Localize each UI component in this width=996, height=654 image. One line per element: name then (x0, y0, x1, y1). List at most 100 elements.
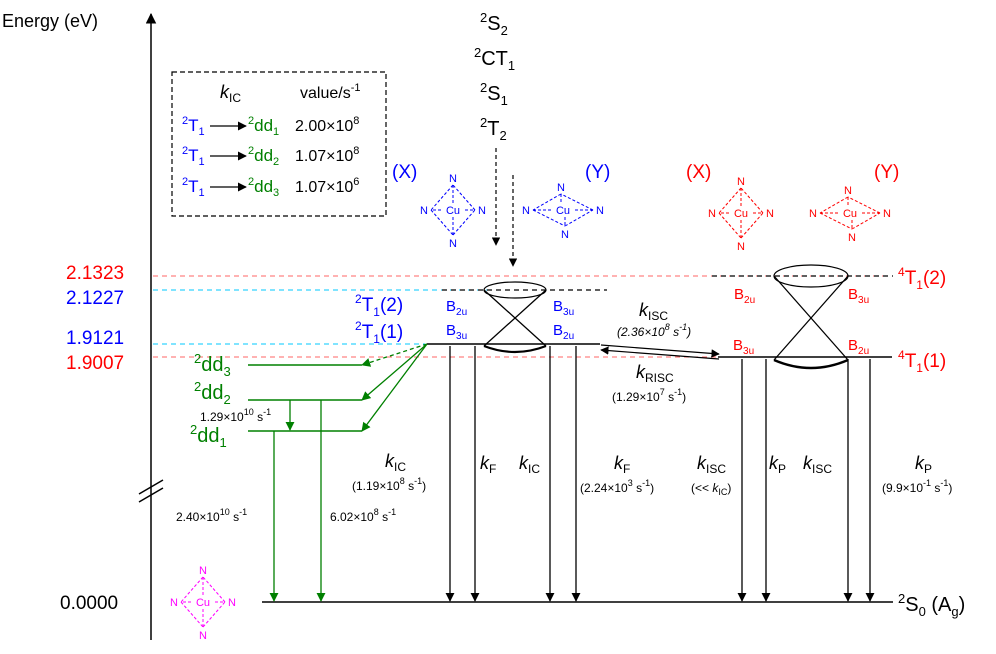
svg-text:N: N (199, 630, 207, 642)
conical-intersection-quartet (773, 264, 849, 370)
svg-text:N: N (228, 597, 236, 609)
risc-arrow (600, 346, 720, 360)
ic-arrow-t1-to-dd1 (361, 343, 428, 432)
sym-b3u-doublet-y: B3u (553, 298, 574, 318)
rate-kisc-value: (2.36×108 s-1) (617, 322, 691, 339)
ic-arrow-t1-to-dd2 (361, 343, 428, 401)
rate-kic-doublet-y-label: kIC (519, 453, 540, 476)
kic-table-row: 2T1 2dd2 1.07×108 (182, 145, 359, 168)
rate-kic-doublet-label: kIC (385, 451, 406, 474)
energy-value-2-1227: 2.1227 (66, 288, 124, 309)
kic-table-header-k: kIC (220, 82, 241, 105)
sym-b3u-doublet-x: B3u (446, 322, 467, 342)
axis-break-icon (138, 479, 164, 503)
sym-b2u-doublet-y: B2u (553, 322, 574, 342)
svg-text:Cu: Cu (196, 597, 210, 609)
svg-text:Cu: Cu (843, 208, 857, 220)
kic-table-row: 2T1 2dd3 1.07×106 (182, 176, 359, 199)
svg-text:Cu: Cu (734, 208, 748, 220)
rate-kp-quartet-y-label: kP (915, 453, 932, 476)
state-label-2t1-2: 2T1(2) (355, 292, 403, 319)
svg-text:2T1: 2T1 (182, 145, 205, 168)
svg-text:1.07×108: 1.07×108 (295, 145, 359, 165)
rate-kp-quartet-y-value: (9.9×10-1 s-1) (882, 478, 952, 495)
rate-kf-doublet-x-label: kF (480, 453, 496, 476)
cu-complex-y-blue: N N N N Cu (522, 182, 604, 241)
kic-table-rows: 2T1 2dd1 2.00×108 2T1 2dd2 1.07×108 2T1 … (182, 115, 359, 199)
svg-text:2T1: 2T1 (182, 115, 205, 138)
doublet-y-label: (Y) (585, 162, 610, 183)
state-label-2s1: 2S1 (480, 80, 508, 108)
energy-value-2-1323: 2.1323 (66, 263, 124, 284)
svg-text:N: N (557, 182, 565, 194)
decay-arrows-black (445, 346, 875, 602)
svg-text:Cu: Cu (556, 205, 570, 217)
svg-text:N: N (766, 208, 774, 220)
state-label-4t1-2: 4T1(2) (898, 265, 946, 292)
rate-krisc-value: (1.29×107 s-1) (612, 387, 686, 404)
rate-kisc-quartet-x-label: kISC (697, 453, 726, 476)
sym-b3u-quartet-x: B3u (733, 337, 754, 357)
svg-text:N: N (883, 208, 891, 220)
sym-b2u-doublet-x: B2u (446, 298, 467, 318)
quartet-x-label: (X) (686, 162, 711, 183)
svg-text:N: N (449, 173, 457, 185)
svg-text:N: N (708, 208, 716, 220)
sym-b3u-quartet-y: B3u (848, 286, 869, 306)
svg-text:N: N (809, 208, 817, 220)
rate-kisc-quartet-x-note: (<< kIC) (691, 481, 731, 497)
svg-text:1.07×106: 1.07×106 (295, 176, 359, 196)
rate-kf-doublet-y-value: (2.24×103 s-1) (580, 478, 654, 495)
energy-value-1-9007: 1.9007 (66, 353, 124, 374)
svg-text:N: N (449, 238, 457, 250)
state-label-2s0: 2S0 (Ag) (898, 591, 965, 619)
state-label-2dd3: 2dd3 (194, 351, 231, 379)
rate-dd2-s0: 6.02×108 s-1 (330, 507, 396, 524)
state-label-2dd2: 2dd2 (194, 379, 231, 407)
ic-arrow-t1-to-dd3 (361, 343, 428, 367)
svg-text:N: N (737, 241, 745, 253)
cu-complex-x-blue: N N N N Cu (420, 173, 486, 250)
cu-complex-x-red: N N N N Cu (708, 176, 774, 253)
svg-text:2dd1: 2dd1 (248, 115, 279, 138)
svg-text:N: N (561, 229, 569, 241)
svg-text:2T1: 2T1 (182, 176, 205, 199)
cu-complex-y-red: N N N N Cu (809, 185, 891, 244)
quartet-y-label: (Y) (874, 162, 899, 183)
rate-kisc-label: kISC (639, 300, 668, 323)
svg-text:N: N (737, 176, 745, 188)
svg-text:N: N (848, 232, 856, 244)
state-label-4t1-1: 4T1(1) (898, 348, 946, 375)
svg-text:Cu: Cu (446, 205, 460, 217)
state-label-2t1-1: 2T1(1) (355, 319, 403, 346)
energy-value-ground: 0.0000 (60, 593, 118, 614)
svg-text:2dd2: 2dd2 (248, 145, 279, 168)
state-label-2s2: 2S2 (480, 10, 508, 38)
sym-b2u-quartet-x: B2u (734, 286, 755, 306)
svg-text:N: N (522, 205, 530, 217)
svg-text:N: N (170, 597, 178, 609)
svg-text:N: N (199, 565, 207, 577)
svg-text:N: N (596, 205, 604, 217)
kic-table-row: 2T1 2dd1 2.00×108 (182, 115, 359, 138)
energy-value-1-9121: 1.9121 (66, 328, 124, 349)
rate-dd1-s0: 2.40×1010 s-1 (176, 507, 247, 524)
isc-arrow (600, 344, 720, 358)
rate-dd2-dd1: 1.29×1010 s-1 (200, 407, 271, 424)
kic-table-box (171, 71, 387, 217)
svg-text:2dd3: 2dd3 (248, 176, 279, 199)
state-label-2ct1: 2CT1 (474, 45, 515, 73)
energy-axis-label: Energy (eV) (2, 11, 98, 31)
rate-kf-doublet-y-label: kF (614, 453, 630, 476)
rate-krisc-label: kRISC (636, 362, 674, 385)
rate-kisc-quartet-y-label: kISC (803, 453, 832, 476)
sym-b2u-quartet-y: B2u (848, 337, 869, 357)
svg-text:N: N (478, 205, 486, 217)
cu-complex-ground-magenta: N N N N Cu (170, 565, 236, 642)
svg-text:N: N (844, 185, 852, 197)
svg-text:2.00×108: 2.00×108 (295, 115, 359, 135)
state-label-2t2: 2T2 (480, 115, 507, 143)
higher-state-labels: 2S2 2CT1 2S1 2T2 (474, 10, 515, 143)
